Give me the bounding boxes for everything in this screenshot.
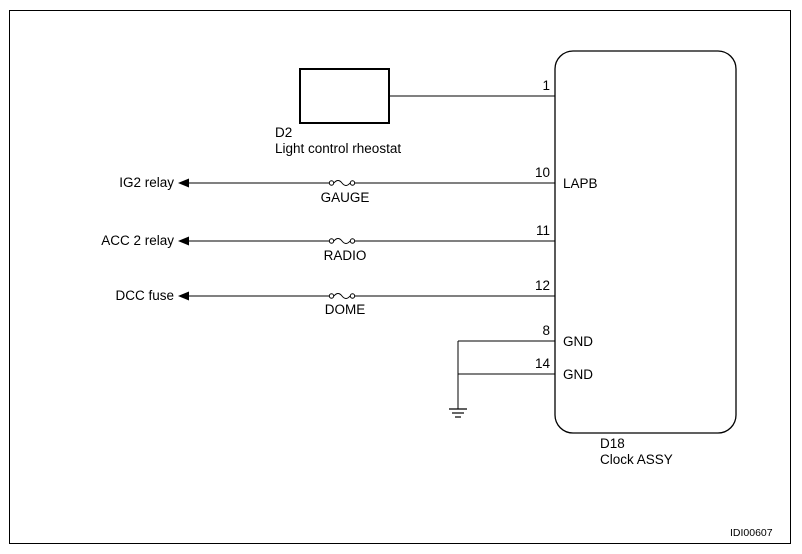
dest-dcc-fuse: DCC fuse xyxy=(115,288,174,303)
clock-assy-box xyxy=(554,50,737,434)
d2-name: Light control rheostat xyxy=(275,141,402,156)
pin-number-14: 14 xyxy=(534,356,550,371)
wire-pin-12 xyxy=(188,293,555,299)
wire-pin-10 xyxy=(188,180,555,186)
fuse-label-dome: DOME xyxy=(324,302,366,317)
diagram-frame xyxy=(9,10,791,544)
pin-number-11: 11 xyxy=(535,223,550,238)
fuse-label-gauge: GAUGE xyxy=(320,190,370,205)
arrow-ig2-relay xyxy=(178,178,189,188)
dest-acc2-relay: ACC 2 relay xyxy=(101,233,174,248)
rheostat-box xyxy=(299,68,390,124)
pin-number-10: 10 xyxy=(534,165,550,180)
pin-number-12: 12 xyxy=(534,278,550,293)
ground-symbol xyxy=(449,408,467,418)
ground-wires xyxy=(457,340,555,409)
arrow-acc2-relay xyxy=(178,236,189,246)
figure-id: IDI00607 xyxy=(730,527,773,539)
pin-label-gnd-8: GND xyxy=(563,334,593,349)
fuse-label-radio: RADIO xyxy=(323,248,367,263)
pin-number-8: 8 xyxy=(542,323,550,338)
pin-label-gnd-14: GND xyxy=(563,367,593,382)
d18-name: Clock ASSY xyxy=(600,452,673,467)
d2-code: D2 xyxy=(275,125,293,140)
pin-label-lapb: LAPB xyxy=(563,176,598,191)
arrow-dcc-fuse xyxy=(178,291,189,301)
wire-pin-11 xyxy=(188,238,555,244)
pin-number-1: 1 xyxy=(542,78,550,93)
d18-code: D18 xyxy=(600,436,625,451)
dest-ig2-relay: IG2 relay xyxy=(119,175,174,190)
